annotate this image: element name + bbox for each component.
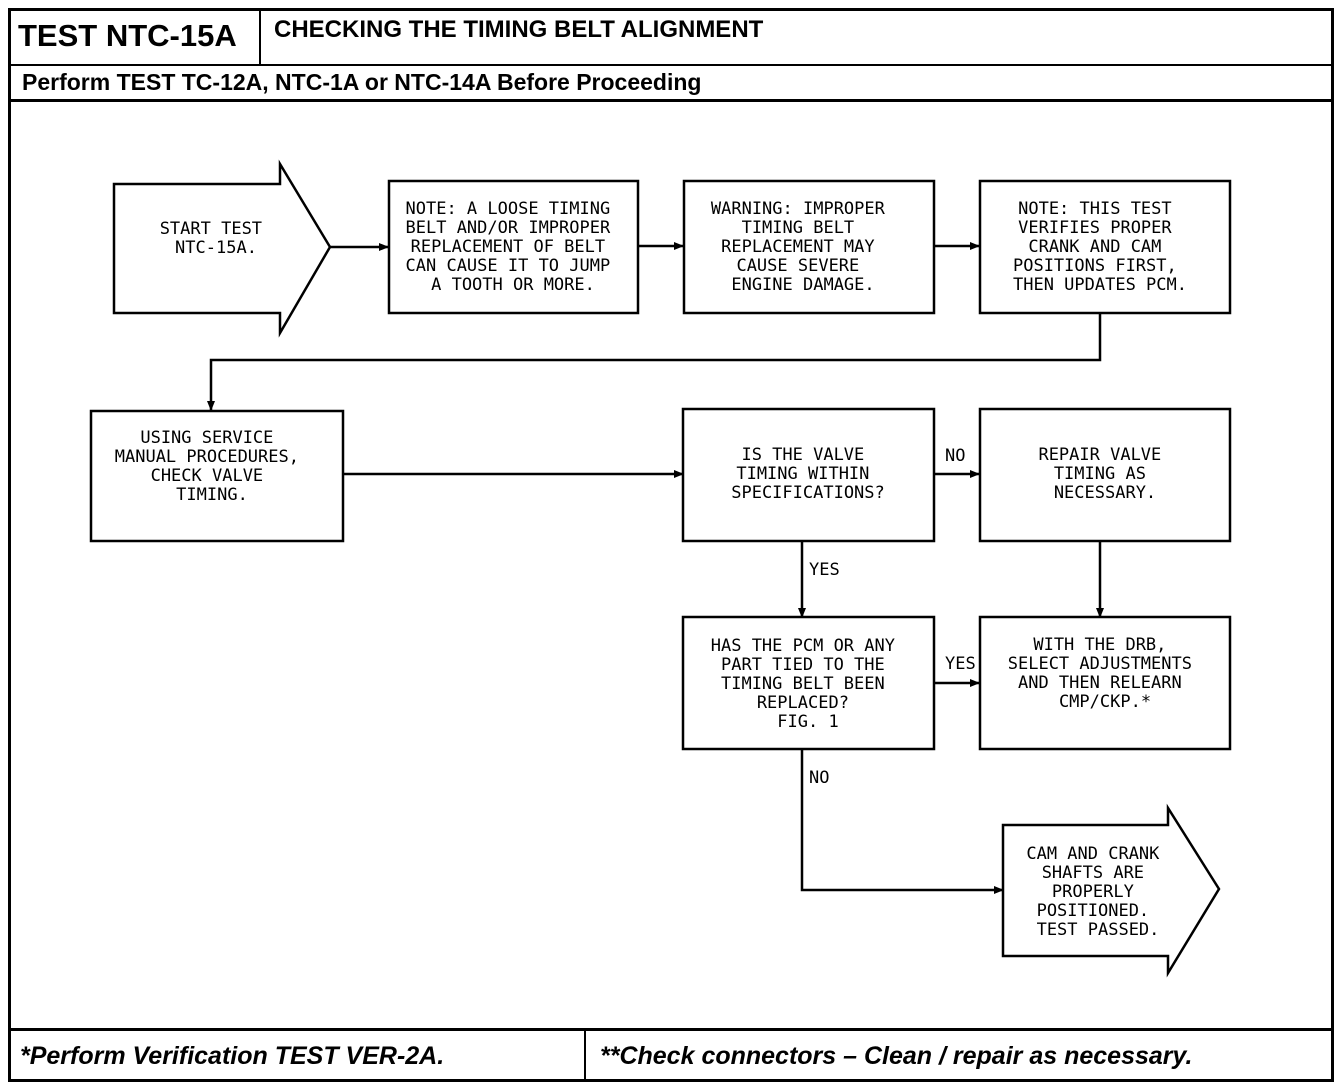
footer-verification-note: *Perform Verification TEST VER-2A. xyxy=(8,1031,586,1082)
repair-valve-text: REPAIR VALVE TIMING AS NECESSARY. xyxy=(1038,445,1171,503)
relearn-box xyxy=(978,615,1232,751)
note-belt-text: NOTE: A LOOSE TIMING BELT AND/OR IMPROPE… xyxy=(406,199,621,295)
warning-box xyxy=(682,179,936,315)
note-test-text: NOTE: THIS TEST VERIFIES PROPER CRANK AN… xyxy=(1013,199,1187,295)
warning-text: WARNING: IMPROPER TIMING BELT REPLACEMEN… xyxy=(711,199,895,295)
footer-connectors-note: **Check connectors – Clean / repair as n… xyxy=(600,1042,1193,1070)
label-yes-pcm: YES xyxy=(945,654,976,674)
footer: *Perform Verification TEST VER-2A. **Che… xyxy=(8,1028,1334,1082)
question-valve-text: IS THE VALVE TIMING WITHIN SPECIFICATION… xyxy=(731,445,885,503)
start-text: START TEST NTC-15A. xyxy=(160,219,273,258)
page-frame xyxy=(8,8,1334,1082)
end-text: CAM AND CRANK SHAFTS ARE PROPERLY POSITI… xyxy=(1026,844,1169,940)
connector-note-to-check xyxy=(207,313,1102,411)
repair-valve-box xyxy=(978,407,1232,543)
question-pcm-box xyxy=(681,615,936,751)
note-belt-box xyxy=(387,179,640,315)
label-no-valve: NO xyxy=(945,446,965,466)
question-valve-box xyxy=(681,407,936,543)
note-test-box xyxy=(978,179,1232,315)
start-arrow-shape xyxy=(112,159,332,338)
label-yes-valve: YES xyxy=(809,560,840,580)
prerequisite-line: Perform TEST TC-12A, NTC-1A or NTC-14A B… xyxy=(8,66,1334,102)
connector-pcm-no xyxy=(800,749,1004,894)
test-id: TEST NTC-15A xyxy=(8,8,261,64)
question-pcm-text: HAS THE PCM OR ANY PART TIED TO THE TIMI… xyxy=(711,636,905,732)
check-valve-box xyxy=(89,409,345,543)
page-title: CHECKING THE TIMING BELT ALIGNMENT xyxy=(274,16,764,43)
check-valve-text: USING SERVICE MANUAL PROCEDURES, CHECK V… xyxy=(115,428,309,505)
header: TEST NTC-15A CHECKING THE TIMING BELT AL… xyxy=(8,8,1334,66)
label-no-pcm: NO xyxy=(809,768,829,788)
relearn-text: WITH THE DRB, SELECT ADJUSTMENTS AND THE… xyxy=(1008,635,1202,712)
end-arrow-shape xyxy=(1001,803,1221,978)
